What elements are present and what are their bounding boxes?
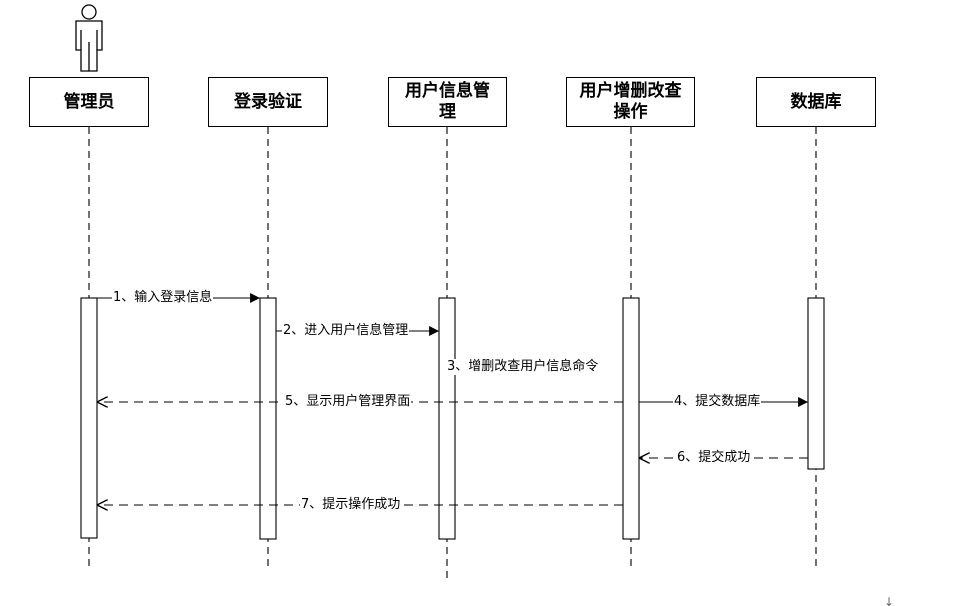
participant-user-info-label: 用户信息管理 xyxy=(405,81,490,122)
message-label-m5: 5、显示用户管理界面 xyxy=(284,394,412,410)
participant-admin: 管理员 xyxy=(29,77,149,127)
participant-login: 登录验证 xyxy=(208,77,328,127)
activation-user-info xyxy=(438,297,456,540)
participant-login-label: 登录验证 xyxy=(234,91,302,112)
activation-admin xyxy=(80,297,98,539)
participant-db: 数据库 xyxy=(756,77,876,127)
participant-user-info: 用户信息管理 xyxy=(388,77,507,127)
participant-crud: 用户增删改查操作 xyxy=(566,77,695,127)
person-icon xyxy=(75,4,103,72)
participant-admin-label: 管理员 xyxy=(63,91,115,112)
message-label-m6: 6、提交成功 xyxy=(676,450,752,466)
message-label-m2: 2、进入用户信息管理 xyxy=(282,323,410,339)
activation-login xyxy=(259,297,277,540)
message-label-m3: 3、增删改查用户信息命令 xyxy=(446,359,600,375)
activation-db xyxy=(807,297,825,470)
message-label-m1: 1、输入登录信息 xyxy=(112,290,214,306)
activation-crud xyxy=(622,297,640,540)
message-label-m7: 7、提示操作成功 xyxy=(300,497,402,513)
participant-crud-label: 用户增删改查操作 xyxy=(579,81,682,122)
message-label-m4: 4、提交数据库 xyxy=(673,394,762,410)
participant-db-label: 数据库 xyxy=(790,91,842,112)
corner-mark: ↓ xyxy=(884,595,894,606)
